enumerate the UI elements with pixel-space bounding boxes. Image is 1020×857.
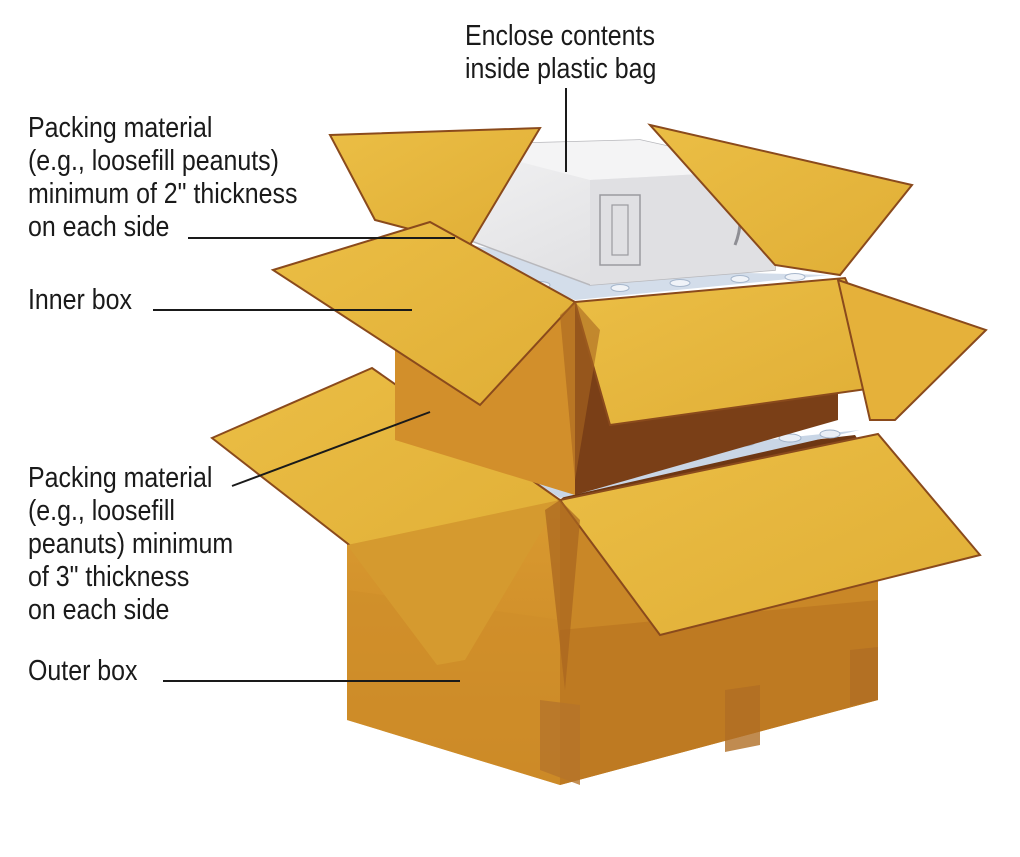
label-packing-outer-line-3: peanuts) minimum bbox=[28, 528, 234, 560]
outer-flap-right bbox=[558, 432, 982, 637]
outer-box-flaps bbox=[210, 366, 982, 690]
label-packing-outer-line-4: of 3" thickness bbox=[28, 561, 190, 593]
label-packing-inner: Packing material (e.g., loosefill peanut… bbox=[28, 112, 297, 244]
outer-box-left-lower bbox=[347, 590, 560, 785]
label-packing-inner-line-4: on each side bbox=[28, 211, 170, 243]
label-inner-box-line-1: Inner box bbox=[28, 284, 132, 316]
label-packing-inner-line-2: (e.g., loosefill peanuts) bbox=[28, 145, 279, 177]
inner-flap-far-right bbox=[836, 278, 988, 421]
label-inner-box: Inner box bbox=[28, 284, 132, 317]
outer-box-right-lower bbox=[560, 600, 878, 785]
outer-box-tape-corner bbox=[850, 647, 878, 706]
label-plastic-bag: Enclose contents inside plastic bag bbox=[465, 20, 656, 86]
label-outer-box-line-1: Outer box bbox=[28, 655, 138, 687]
inner-box-flaps bbox=[270, 123, 988, 480]
inner-peanuts-fill bbox=[410, 235, 830, 300]
label-packing-inner-line-1: Packing material bbox=[28, 112, 213, 144]
label-packing-outer-line-5: on each side bbox=[28, 594, 170, 626]
label-plastic-bag-line-2: inside plastic bag bbox=[465, 53, 657, 85]
inner-flap-crease bbox=[560, 302, 600, 480]
label-packing-outer: Packing material (e.g., loosefill peanut… bbox=[28, 462, 233, 627]
device-panel-icon bbox=[599, 194, 641, 266]
leader-line-packing-outer bbox=[231, 411, 431, 487]
label-packing-outer-line-2: (e.g., loosefill bbox=[28, 495, 175, 527]
leader-lines bbox=[153, 88, 567, 682]
label-plastic-bag-line-1: Enclose contents bbox=[465, 20, 655, 52]
label-outer-box: Outer box bbox=[28, 655, 138, 688]
inner-flap-back-right bbox=[647, 123, 914, 277]
outer-box-tape-front bbox=[540, 700, 580, 785]
device-slot-icon bbox=[611, 204, 629, 256]
outer-box-tape-right bbox=[725, 685, 760, 752]
outer-flap-crease bbox=[545, 500, 580, 690]
label-packing-outer-line-1: Packing material bbox=[28, 462, 213, 494]
label-packing-inner-line-3: minimum of 2" thickness bbox=[28, 178, 298, 210]
outer-flap-front-left bbox=[347, 500, 560, 665]
